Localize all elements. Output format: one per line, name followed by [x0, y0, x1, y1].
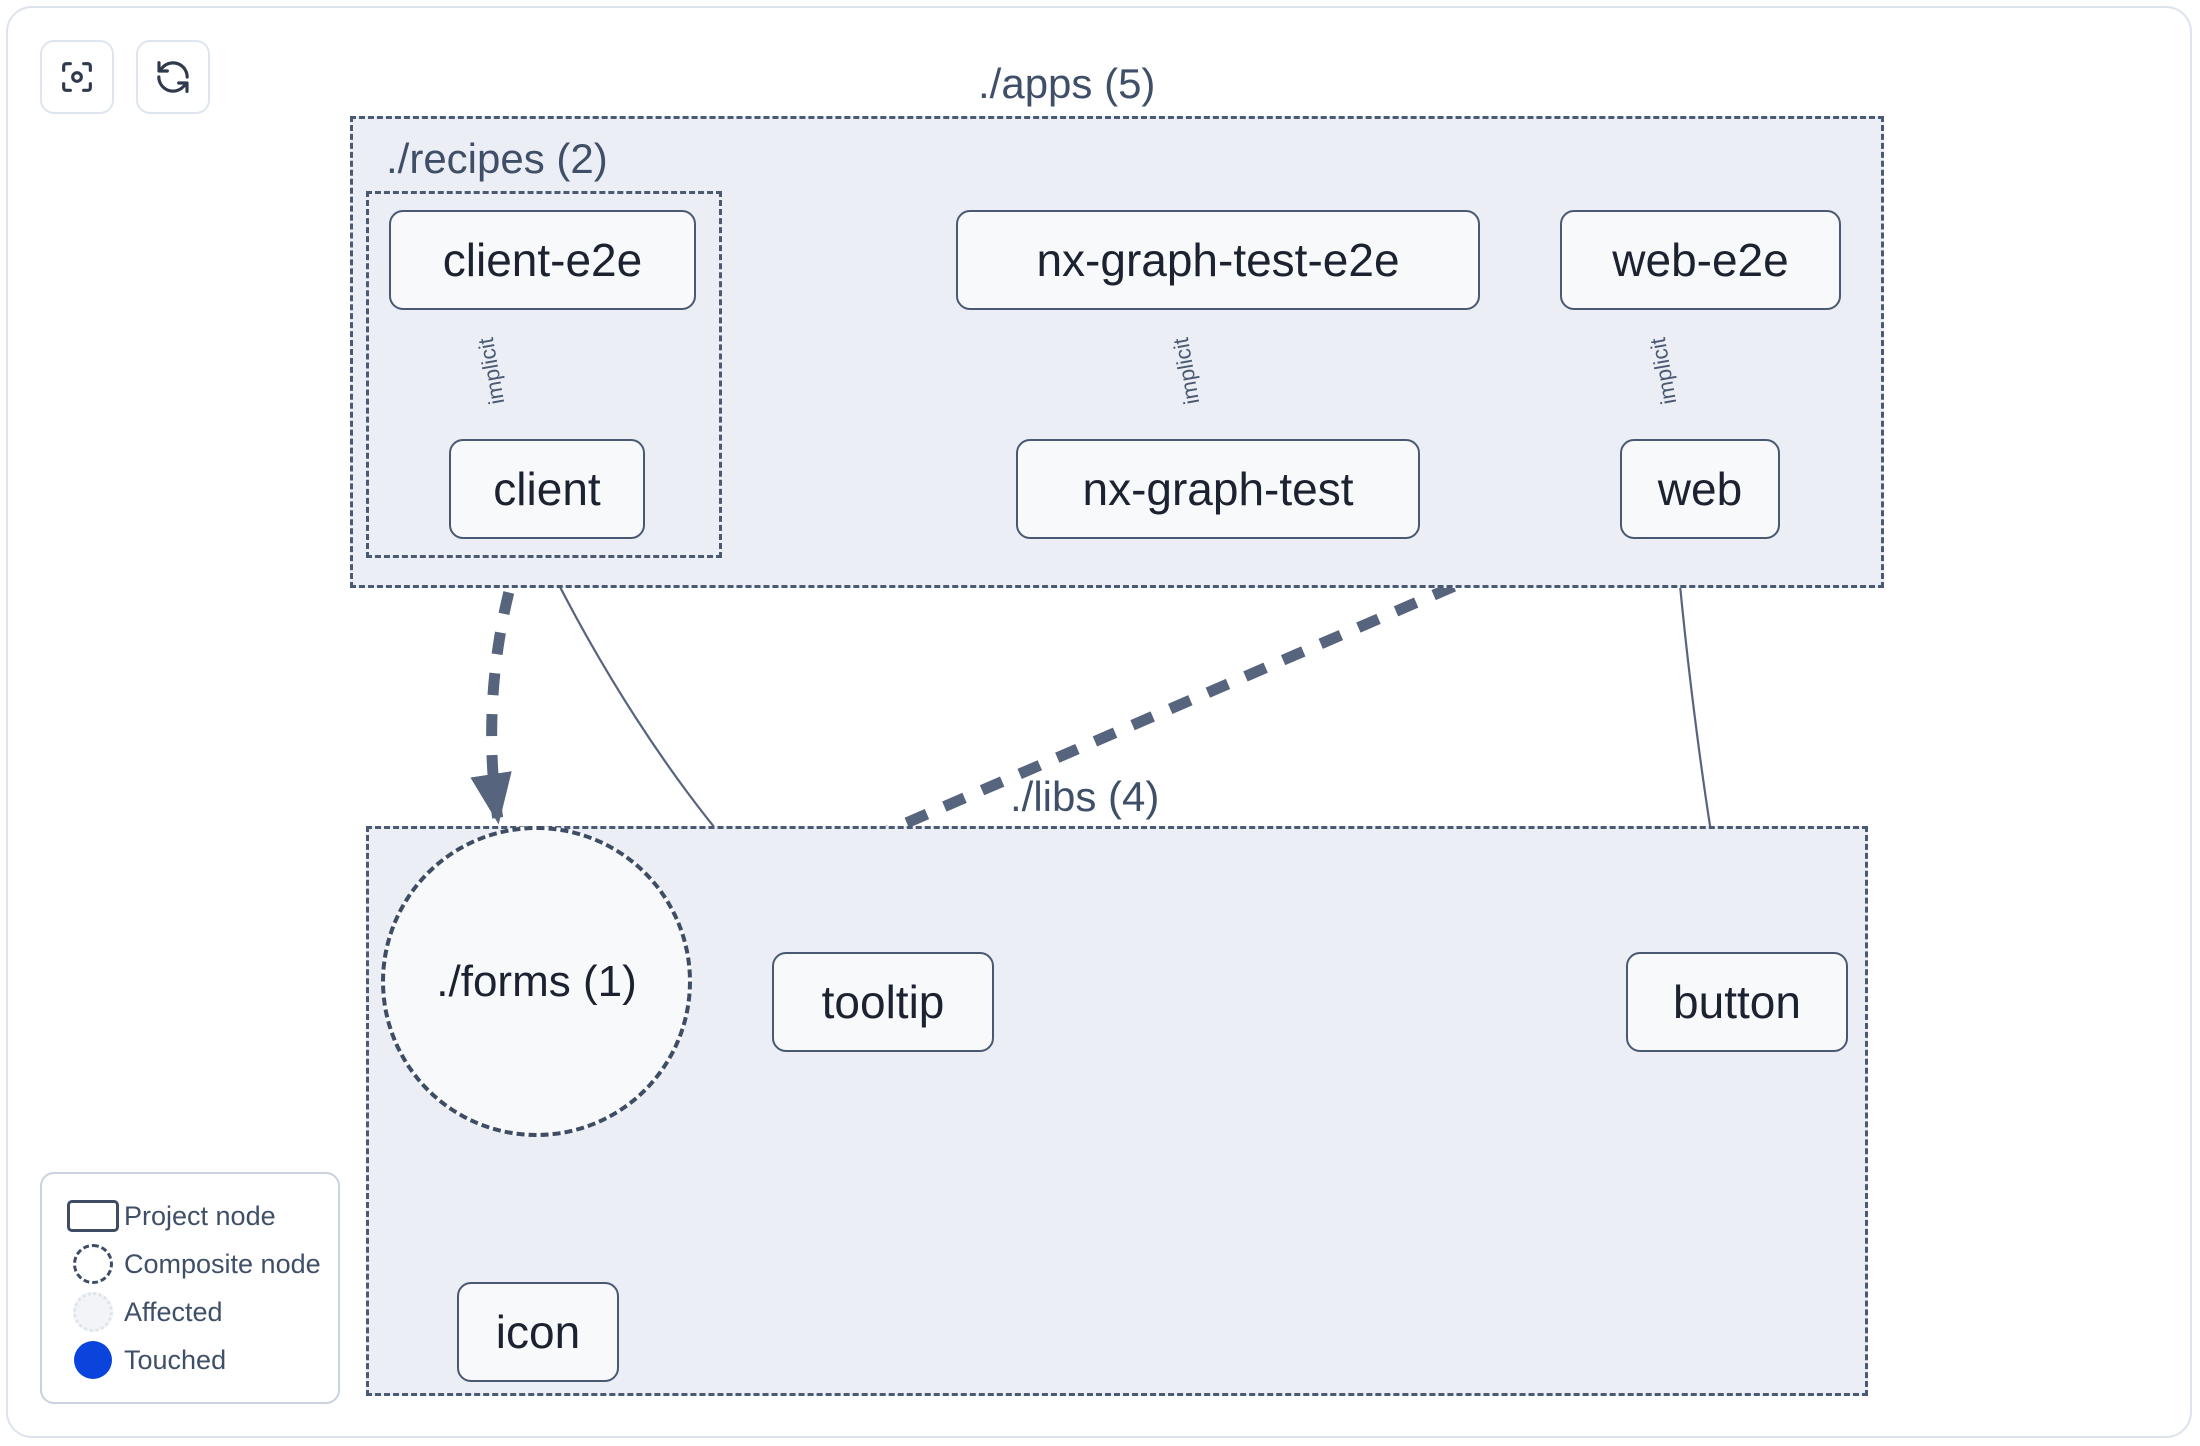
node-nx-graph-test-e2e-label: nx-graph-test-e2e	[1036, 234, 1400, 286]
node-web-label: web	[1657, 463, 1743, 515]
node-web-e2e-label: web-e2e	[1612, 234, 1789, 286]
node-client-e2e-label: client-e2e	[442, 234, 643, 286]
refresh-graph-button[interactable]	[136, 40, 210, 114]
node-tooltip-label: tooltip	[821, 976, 945, 1028]
touched-symbol	[62, 1341, 124, 1379]
graph-legend: Project node Composite node Affected Tou…	[40, 1172, 340, 1404]
edge-client-to-forms[interactable]	[470, 551, 526, 825]
legend-item-affected: Affected	[62, 1288, 318, 1336]
node-client[interactable]: client	[449, 439, 645, 539]
group-apps-label: ./apps (5)	[978, 60, 1156, 107]
legend-item-project-node: Project node	[62, 1192, 318, 1240]
group-libs-label: ./libs (4)	[1010, 773, 1160, 820]
node-button[interactable]: button	[1626, 952, 1848, 1052]
composite-node-symbol	[62, 1244, 124, 1284]
node-forms-label: ./forms (1)	[436, 956, 637, 1006]
graph-toolbar	[40, 40, 210, 114]
node-button-label: button	[1673, 976, 1801, 1028]
node-nx-graph-test-label: nx-graph-test	[1082, 463, 1354, 515]
node-nx-graph-test[interactable]: nx-graph-test	[1016, 439, 1420, 539]
legend-item-touched: Touched	[62, 1336, 318, 1384]
legend-item-project-node-label: Project node	[124, 1200, 276, 1231]
node-nx-graph-test-e2e[interactable]: nx-graph-test-e2e	[956, 210, 1480, 310]
node-tooltip[interactable]: tooltip	[772, 952, 994, 1052]
legend-item-touched-label: Touched	[124, 1344, 227, 1375]
project-node-symbol	[62, 1200, 124, 1232]
node-client-label: client	[493, 463, 601, 515]
legend-item-composite-node-label: Composite node	[124, 1248, 321, 1279]
node-web-e2e[interactable]: web-e2e	[1560, 210, 1841, 310]
legend-item-composite-node: Composite node	[62, 1240, 321, 1288]
graph-window-frame: ./apps (5) ./recipes (2) ./libs (4) impl…	[6, 6, 2192, 1438]
node-forms[interactable]: ./forms (1)	[381, 826, 692, 1137]
focus-icon	[57, 57, 97, 97]
group-recipes-label: ./recipes (2)	[386, 135, 608, 182]
focus-graph-button[interactable]	[40, 40, 114, 114]
legend-item-affected-label: Affected	[124, 1296, 223, 1327]
affected-symbol	[62, 1292, 124, 1332]
refresh-icon	[153, 57, 193, 97]
node-icon-label: icon	[495, 1306, 581, 1358]
node-icon[interactable]: icon	[457, 1282, 619, 1382]
node-client-e2e[interactable]: client-e2e	[389, 210, 696, 310]
node-web[interactable]: web	[1620, 439, 1780, 539]
